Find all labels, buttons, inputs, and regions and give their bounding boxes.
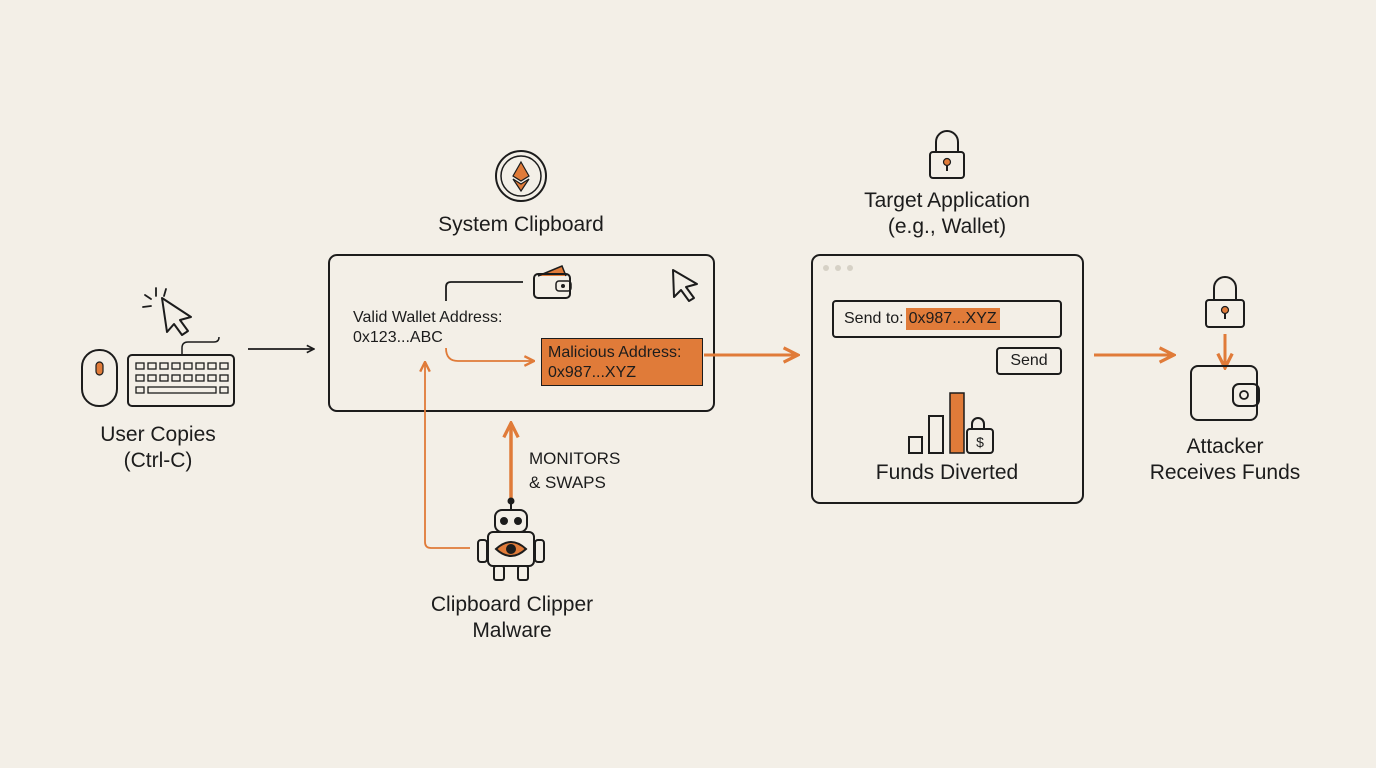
send-to-field[interactable]: Send to: 0x987...XYZ: [832, 300, 1062, 338]
send-to-prefix: Send to:: [844, 310, 904, 327]
malware-label: Clipboard Clipper Malware: [430, 593, 594, 642]
keyboard-icon: [127, 287, 235, 407]
target-app-title: Target Application (e.g., Wallet): [864, 189, 1030, 238]
robot-eye-icon: [477, 497, 545, 581]
wallet-icon: [1190, 365, 1260, 421]
clipboard-title: System Clipboard: [438, 213, 604, 236]
funds-diverted-label: Funds Diverted: [875, 461, 1019, 484]
dollar-lock-icon: $: [966, 417, 994, 454]
send-to-address: 0x987...XYZ: [905, 308, 1000, 330]
mouse-icon: [81, 349, 118, 407]
wallet-icon: [533, 265, 572, 299]
send-button[interactable]: Send: [996, 347, 1062, 375]
lock-icon: [1205, 276, 1245, 328]
ethereum-icon: [495, 150, 547, 202]
valid-address: Valid Wallet Address: 0x123...ABC: [353, 309, 503, 346]
malicious-address: Malicious Address: 0x987...XYZ: [541, 338, 703, 386]
attacker-label: Attacker Receives Funds: [1149, 435, 1301, 484]
clipboard-box: [328, 254, 715, 412]
target-app-window: [811, 254, 1084, 504]
monitors-swaps-label: MONITORS & SWAPS: [529, 449, 621, 492]
cursor-icon: [672, 269, 698, 302]
user-copies-label: User Copies (Ctrl-C): [100, 423, 216, 472]
svg-text:$: $: [976, 434, 984, 450]
bar-chart-icon: [908, 392, 965, 454]
lock-icon: [929, 130, 965, 179]
